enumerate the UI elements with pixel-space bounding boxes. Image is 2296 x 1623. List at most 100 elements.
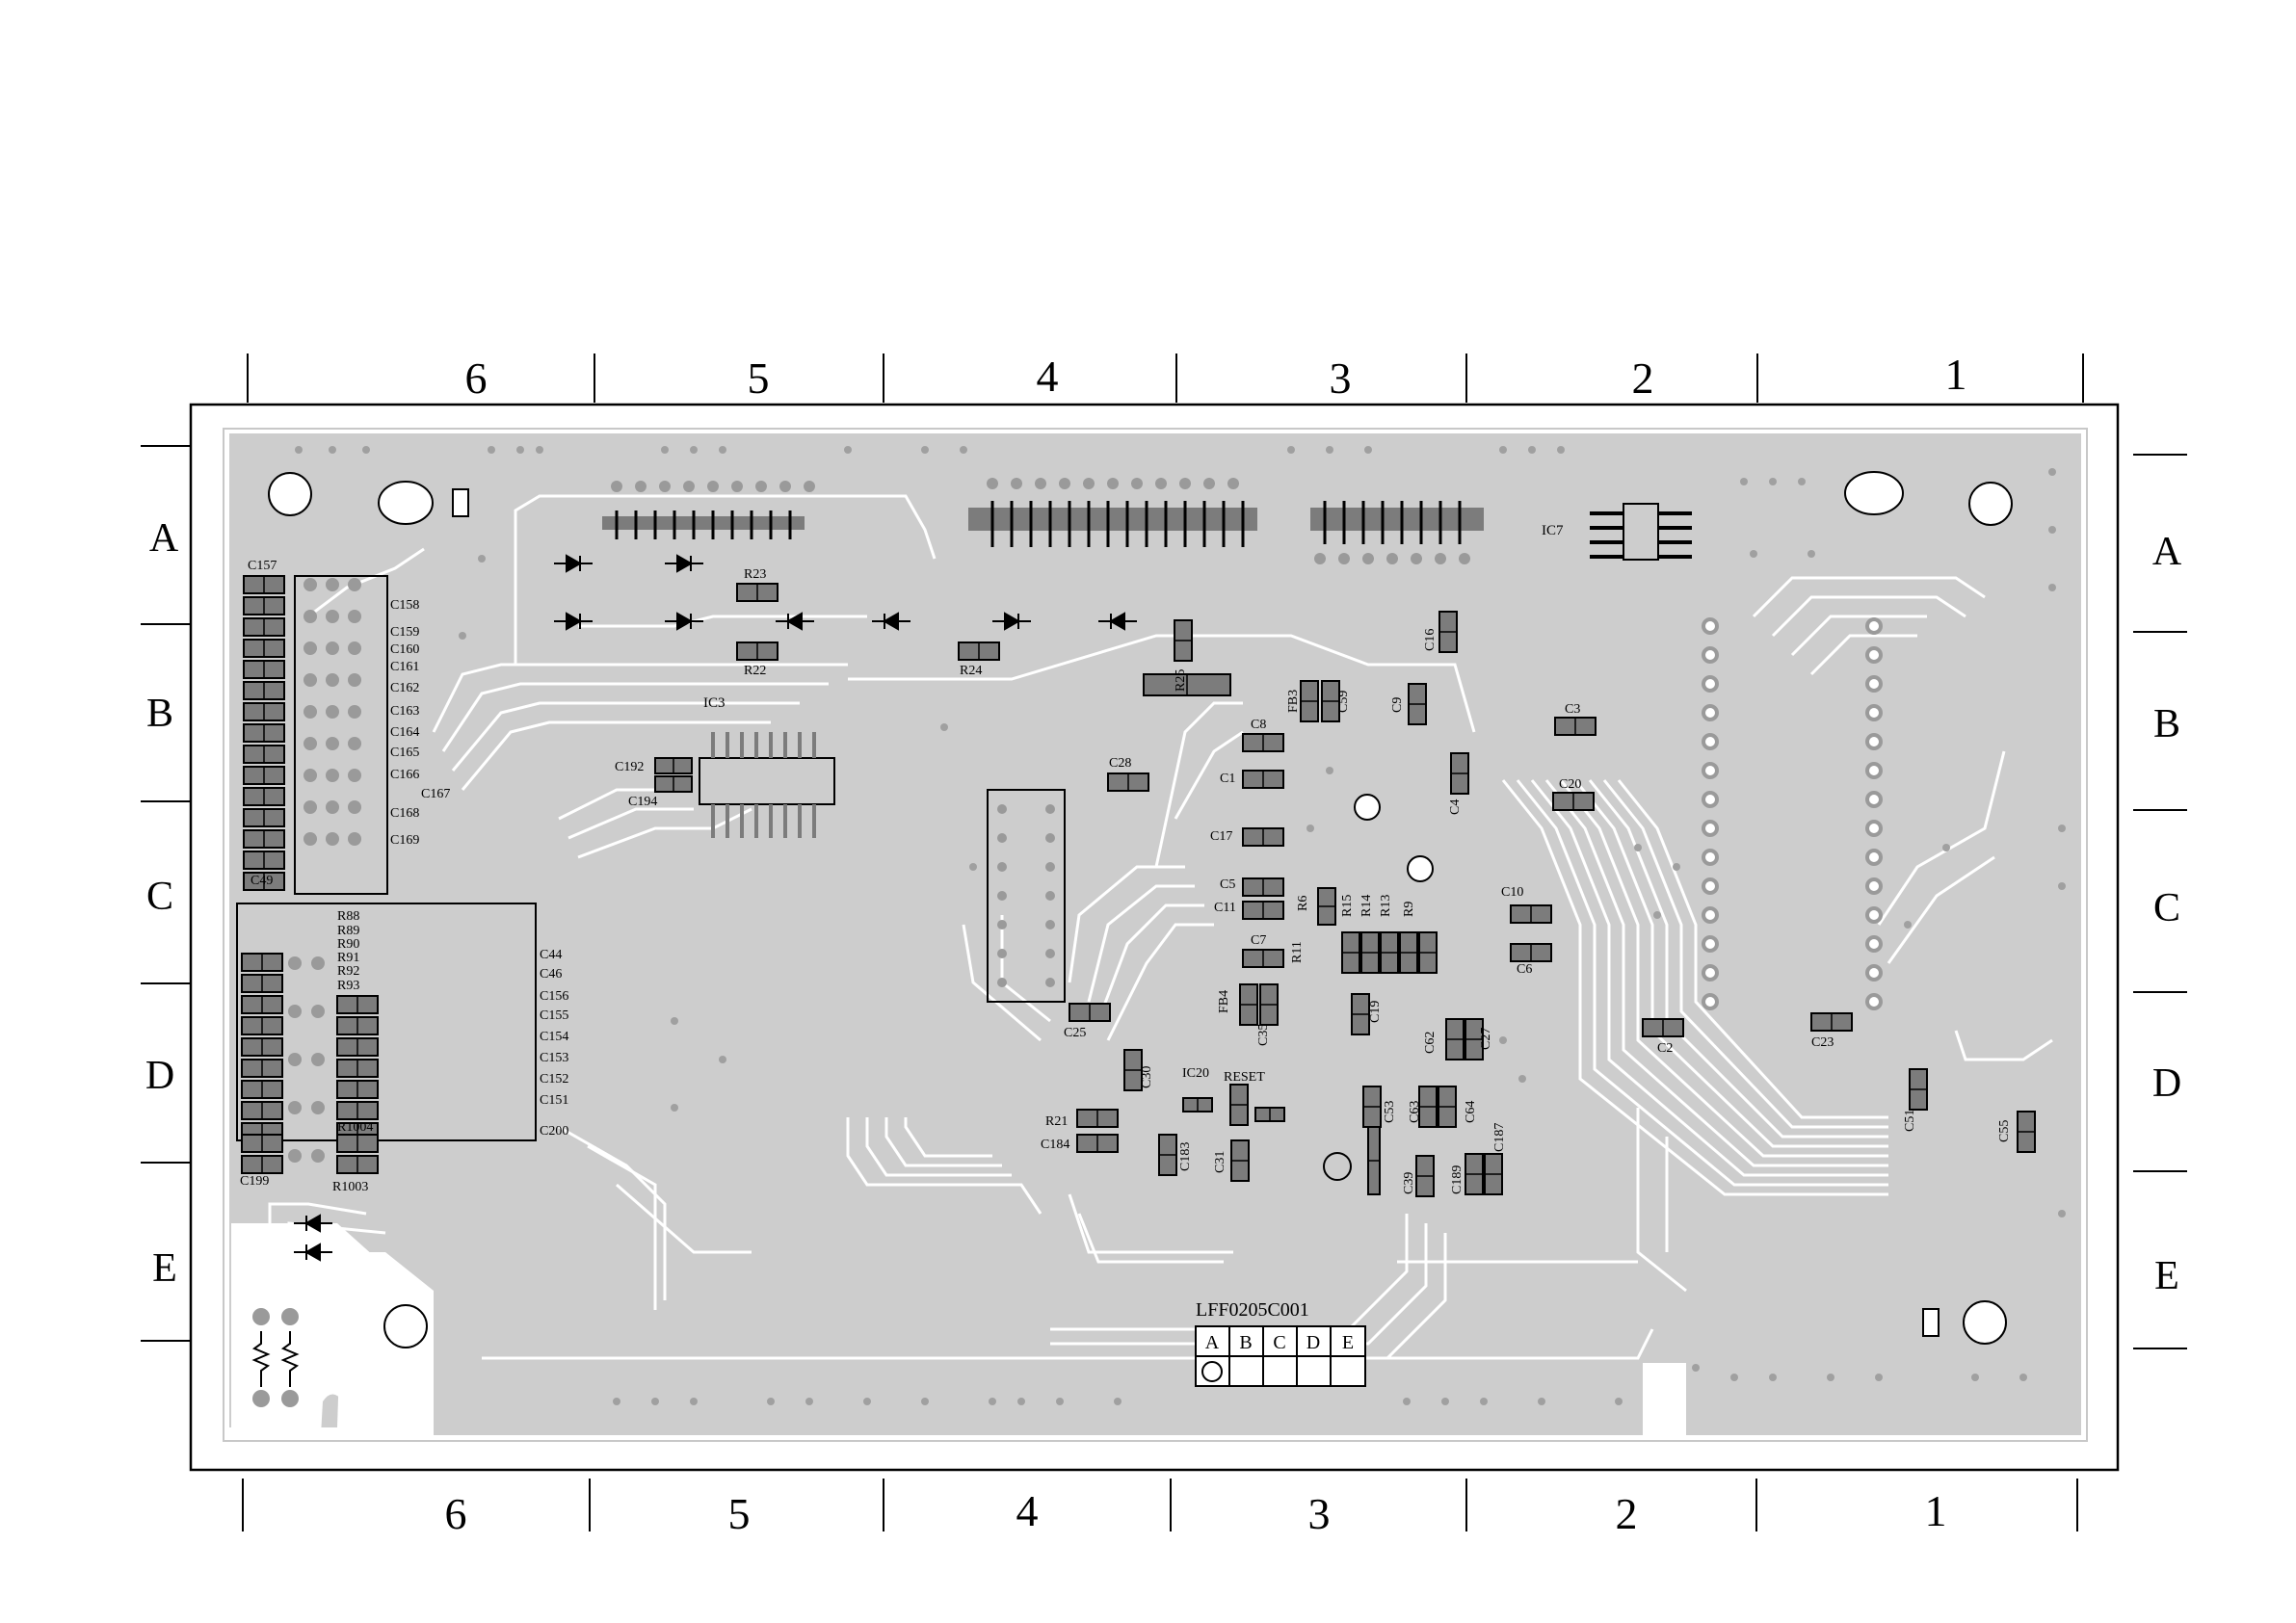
label-c163: C163 — [390, 704, 419, 719]
label-c189: C189 — [1450, 1165, 1465, 1194]
mounting-hole-top-right — [1968, 482, 2013, 526]
label-r9: R9 — [1402, 902, 1416, 917]
revision-col-E: E — [1342, 1332, 1354, 1353]
label-r21: R21 — [1045, 1114, 1068, 1129]
label-c63: C63 — [1408, 1101, 1422, 1123]
label-reset: RESET — [1224, 1070, 1265, 1085]
label-r1003: R1003 — [332, 1180, 368, 1194]
label-c16: C16 — [1423, 629, 1438, 651]
via-hole-ic20 — [1323, 1152, 1352, 1181]
label-c2: C2 — [1657, 1041, 1673, 1056]
grid-right-E: E — [2154, 1254, 2179, 1298]
label-fb3: FB3 — [1286, 690, 1301, 713]
grid-left-B: B — [146, 692, 173, 736]
grid-right-D: D — [2152, 1061, 2181, 1106]
diode-1 — [554, 554, 593, 573]
part-number-label: LFF0205C001 — [1196, 1299, 1309, 1321]
grid-left-C: C — [146, 875, 173, 919]
label-c199: C199 — [240, 1174, 269, 1189]
label-c184: C184 — [1041, 1138, 1069, 1152]
label-c167: C167 — [421, 787, 450, 801]
grid-bottom-1: 1 — [1925, 1486, 1947, 1535]
label-c161: C161 — [390, 660, 419, 674]
grid-top-3: 3 — [1330, 353, 1352, 403]
label-c169: C169 — [390, 833, 419, 848]
grid-top-5: 5 — [748, 353, 770, 403]
label-c51: C51 — [1903, 1110, 1917, 1132]
label-c168: C168 — [390, 806, 419, 821]
label-r1004: R1004 — [337, 1120, 373, 1135]
label-c35: C35 — [1256, 1024, 1271, 1046]
label-c153: C153 — [540, 1051, 568, 1065]
ic3-pins — [711, 732, 816, 838]
diode-10 — [294, 1243, 332, 1262]
label-c53: C53 — [1383, 1101, 1397, 1123]
mounting-slot-top-left — [378, 481, 434, 525]
label-c183: C183 — [1178, 1142, 1193, 1171]
ic7-outline — [1623, 503, 1659, 561]
grid-top-6: 6 — [465, 353, 488, 403]
grid-left-D: D — [145, 1054, 174, 1098]
grid-ticks — [141, 353, 2187, 1531]
label-c30: C30 — [1140, 1066, 1154, 1088]
diode-9 — [294, 1214, 332, 1233]
grid-left-E: E — [152, 1246, 177, 1291]
mounting-hole-bottom-right — [1963, 1300, 2007, 1345]
diode-4 — [665, 612, 703, 631]
dip-ic-pins — [997, 804, 1055, 987]
revision-mark — [1201, 1361, 1223, 1382]
label-c55: C55 — [1997, 1120, 2012, 1142]
label-fb4: FB4 — [1217, 990, 1231, 1013]
grid-bottom-5: 5 — [728, 1489, 751, 1538]
connector-top-left — [602, 481, 815, 539]
diode-7 — [992, 612, 1031, 631]
label-r15: R15 — [1340, 895, 1355, 917]
label-c39: C39 — [1402, 1172, 1416, 1194]
grid-right-A: A — [2152, 530, 2182, 574]
diode-3 — [554, 612, 593, 631]
connector-top-right — [1310, 501, 1484, 564]
mounting-hole-top-left — [268, 472, 312, 516]
ic7-pins — [1590, 511, 1692, 559]
grid-labels-right: A B C D E — [2152, 530, 2182, 1298]
revision-col-D: D — [1306, 1332, 1320, 1353]
grid-right-C: C — [2153, 886, 2180, 930]
diode-5 — [776, 612, 814, 631]
label-c31: C31 — [1213, 1151, 1227, 1173]
label-r89: R89 — [337, 924, 359, 938]
diodes — [294, 554, 1137, 1262]
grid-labels-bottom: 6 5 4 3 2 1 — [445, 1486, 1947, 1538]
label-r91: R91 — [337, 951, 359, 965]
label-c159: C159 — [390, 625, 419, 640]
grid-right-B: B — [2153, 702, 2180, 746]
label-ic3: IC3 — [703, 695, 726, 711]
smd-pads-left — [252, 578, 361, 1407]
label-c59: C59 — [1336, 691, 1351, 713]
label-c62: C62 — [1423, 1032, 1438, 1054]
reference-designators: C157C49C199C158C159C160C161C162C163C164C… — [240, 523, 2012, 1194]
label-r13: R13 — [1379, 895, 1393, 917]
label-c4: C4 — [1448, 799, 1463, 815]
label-c64: C64 — [1464, 1101, 1478, 1123]
label-r88: R88 — [337, 909, 359, 924]
slot-small-bottom-right — [1922, 1308, 1940, 1337]
label-c28: C28 — [1109, 756, 1131, 771]
label-c1: C1 — [1220, 772, 1235, 786]
board-edge — [223, 428, 2088, 1442]
grid-labels-top: 6 5 4 3 2 1 — [465, 350, 1967, 403]
label-c23: C23 — [1811, 1035, 1834, 1050]
label-c156: C156 — [540, 989, 568, 1004]
slot-small-top-left — [452, 488, 469, 517]
traces — [268, 494, 2053, 1360]
label-c166: C166 — [390, 768, 419, 782]
label-c46: C46 — [540, 967, 562, 982]
revision-col-B: B — [1239, 1332, 1252, 1353]
board-copper-area — [229, 433, 2081, 1435]
smd-parts — [241, 575, 2036, 1197]
revision-col-C: C — [1273, 1332, 1285, 1353]
label-c192: C192 — [615, 760, 644, 774]
grid-bottom-2: 2 — [1616, 1489, 1638, 1538]
grid-top-4: 4 — [1037, 352, 1059, 401]
via-hole-center-2 — [1407, 855, 1434, 882]
label-r25: R25 — [1174, 669, 1188, 692]
